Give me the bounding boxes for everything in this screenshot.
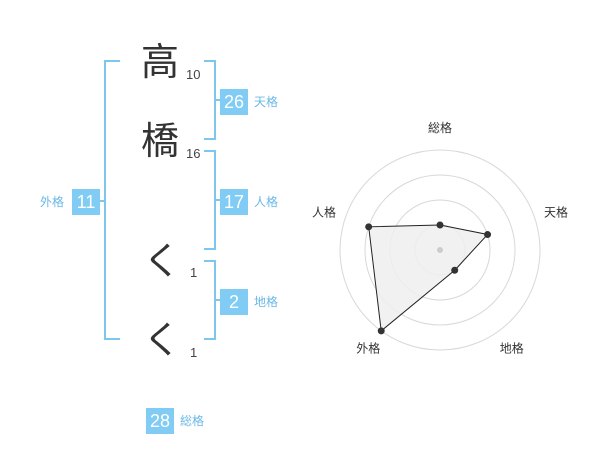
gaikaku-label: 外格: [40, 195, 65, 209]
radar-axis-label-3: 地格: [500, 341, 524, 356]
radar-center-dot: [437, 247, 443, 253]
radar-point-1: [436, 221, 444, 229]
stroke-count-3: 1: [190, 265, 198, 280]
name-char-1: 高: [141, 40, 180, 84]
tenkaku-bracket-tick: [215, 99, 221, 101]
chikaku-bracket-tick: [215, 299, 221, 301]
stroke-count-1: 10: [186, 67, 201, 82]
jinkaku-label: 人格: [254, 195, 279, 209]
radar-point-4: [377, 327, 385, 335]
radar-axis-label-4: 外格: [356, 341, 380, 356]
soukaku-label: 総格: [180, 414, 205, 428]
radar-ring-3: [364, 174, 516, 326]
soukaku-value-badge: 28: [146, 408, 174, 434]
stroke-count-4: 1: [190, 345, 198, 360]
radar-axis-label-1: 総格: [428, 120, 452, 135]
radar-axis-label-5: 人格: [312, 204, 336, 219]
chikaku-value-badge: 2: [220, 289, 248, 315]
jinkaku-bracket-tick: [215, 199, 221, 201]
tenkaku-label: 天格: [254, 95, 279, 109]
name-char-2: 橋: [141, 119, 180, 163]
radar-ring-4: [339, 149, 541, 351]
gaikaku-bracket-tick: [99, 200, 106, 202]
tenkaku-value-badge: 26: [220, 89, 248, 115]
jinkaku-value-badge: 17: [220, 189, 248, 215]
radar-data-polygon: [368, 224, 489, 332]
radar-point-5: [365, 223, 373, 231]
name-char-4: く: [143, 318, 182, 362]
chikaku-label: 地格: [254, 295, 279, 309]
radar-point-3: [451, 266, 459, 274]
radar-axis-label-2: 天格: [544, 204, 568, 219]
gaikaku-value-badge: 11: [72, 189, 100, 215]
name-char-3: く: [143, 239, 182, 283]
radar-point-2: [484, 231, 492, 239]
stroke-count-2: 16: [186, 146, 201, 161]
